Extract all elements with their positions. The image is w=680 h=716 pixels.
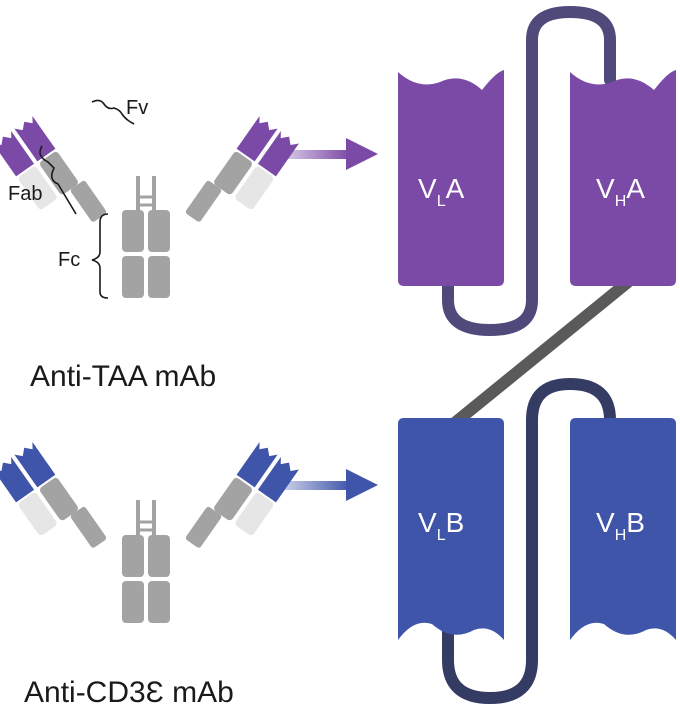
domain-vh-a: VHA [570, 70, 676, 286]
domain-vl-a: VLA [398, 70, 504, 286]
fab-arm-left [0, 442, 107, 548]
caption-anti-taa: Anti-TAA mAb [30, 360, 216, 393]
svg-text:VHA: VHA [596, 173, 645, 210]
fc-chain-right-lower [148, 581, 170, 623]
fab-arm-right [185, 442, 299, 548]
fc-chain-left-upper [122, 535, 144, 577]
fc-chain-right-upper [148, 210, 170, 252]
linker-diagonal [440, 276, 634, 436]
antibody-anti-taa: Fv Fab Fc Anti-TAA mAb [0, 97, 299, 393]
fab-bracket [39, 145, 77, 215]
fc-bracket [91, 213, 109, 299]
domain-vh-b: VHB [570, 418, 676, 640]
fc-chain-left-lower [122, 581, 144, 623]
fab-arm-right [185, 116, 299, 222]
svg-text:VLA: VLA [418, 173, 465, 210]
fc-chain-left-upper [122, 210, 144, 252]
domain-vl-b: VLB [398, 418, 504, 640]
fv-bracket [91, 99, 135, 125]
svg-text:VHB: VHB [596, 507, 645, 544]
arrow-bottom [258, 469, 378, 501]
caption-anti-cd3e: Anti-CD3Ɛ mAb [24, 676, 234, 709]
fv-label: Fv [126, 97, 148, 119]
fc-chain-right-lower [148, 256, 170, 298]
linker-bottom-loop [442, 377, 616, 705]
fc-chain-right-upper [148, 535, 170, 577]
fab-label: Fab [8, 183, 42, 205]
svg-text:VLB: VLB [418, 507, 464, 544]
fab-arm-left [0, 116, 107, 222]
fc-chain-left-lower [122, 256, 144, 298]
fc-label: Fc [58, 249, 80, 271]
linker-top-lower-loop [442, 5, 616, 337]
antibody-anti-cd3e: Anti-CD3Ɛ mAb [0, 442, 299, 709]
arrow-top [258, 138, 378, 170]
